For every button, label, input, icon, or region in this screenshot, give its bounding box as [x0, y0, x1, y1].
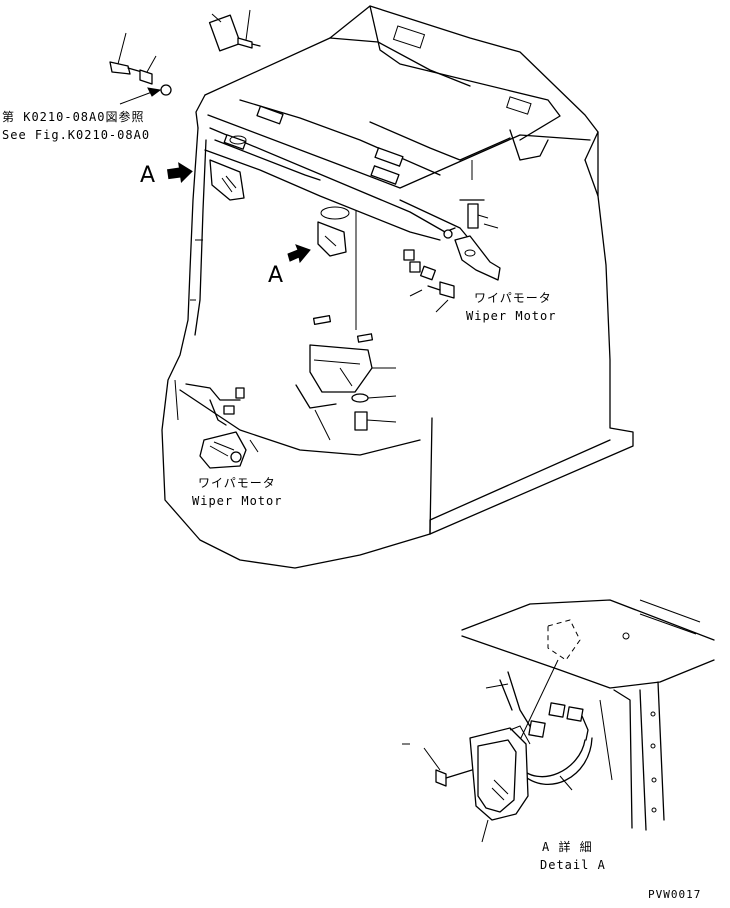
top-left-fasteners: [109, 9, 261, 105]
view-a-arrows: [166, 162, 311, 264]
see-fig-label-ja: 第 K0210-08A0図参照: [2, 110, 145, 124]
lower-wiper-motor: [185, 383, 259, 469]
see-fig-label-en: See Fig.K0210-08A0: [2, 128, 151, 142]
wiper-motor-label-en-2: Wiper Motor: [192, 494, 283, 508]
detail-label-ja: A 詳 細: [542, 840, 593, 854]
wiper-motor-assembly-right: [403, 160, 501, 313]
inner-wiper-motor-cover: [295, 210, 397, 441]
view-a-label-top: A: [140, 163, 156, 188]
view-a-label-mid: A: [268, 263, 284, 288]
wiper-motor-label-en-1: Wiper Motor: [466, 309, 557, 323]
detail-a-view: [402, 599, 715, 843]
drawing-code: PVW0017: [648, 888, 702, 901]
wiper-motor-label-ja-2: ワイパモータ: [198, 476, 276, 490]
wiper-motor-label-ja-1: ワイパモータ: [474, 291, 552, 305]
detail-label-en: Detail A: [540, 858, 606, 872]
front-wiper-motor: [208, 14, 404, 257]
